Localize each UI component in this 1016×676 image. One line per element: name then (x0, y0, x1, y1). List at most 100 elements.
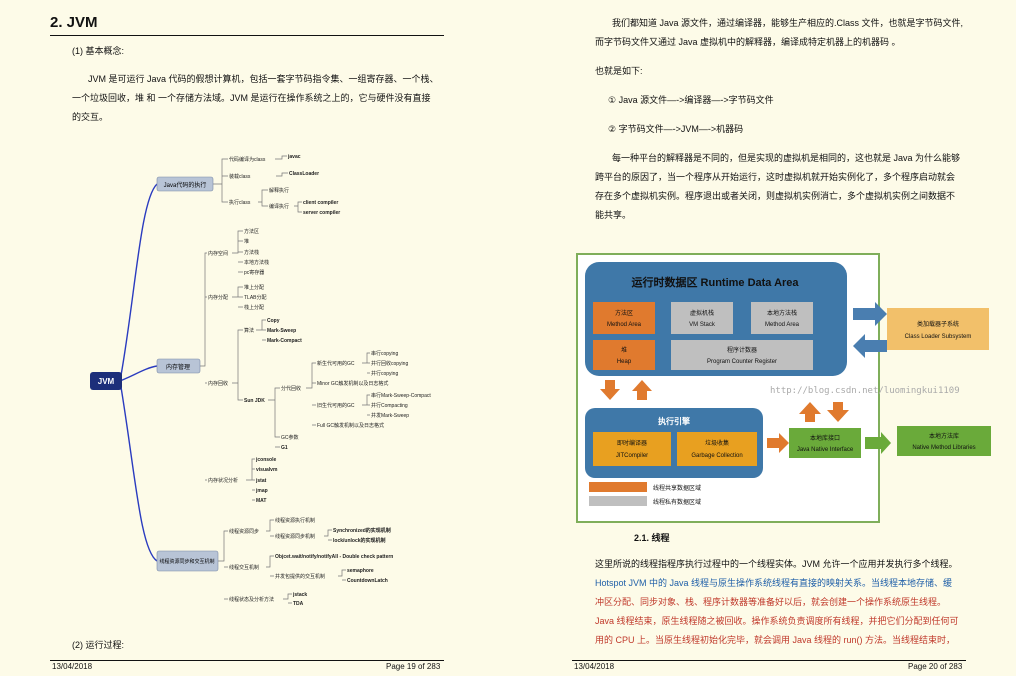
mm-leaf: 新生代可用的GC (317, 360, 355, 367)
mm-leaf: 串行copying (371, 350, 398, 357)
mm-leaf: 串行Mark-Sweep-Compact (371, 392, 431, 399)
mm-leaf: 线程资源执行机制 (275, 517, 315, 524)
mm-leaf: jstack (292, 592, 307, 598)
mm-leaf: 并行回收copying (371, 360, 408, 367)
mm-leaf: 线程资源同步 (229, 528, 259, 535)
para-line: 冲区分配、同步对象、栈、程序计数器等准备好以后，就会创建一个操作系统原生线程。 (595, 597, 947, 607)
mm-leaf: Mark-Compact (267, 338, 302, 344)
jni-label: 本地库接口 (810, 434, 840, 442)
method-area-en: Method Area (607, 322, 642, 328)
para-line: 我们都知道 Java 源文件，通过编译器，能够生产相应的.Class 文件，也就… (612, 18, 964, 28)
watermark: http://blog.csdn.net/luomingkui1109 (770, 386, 960, 396)
mindmap-root: JVM (98, 377, 115, 386)
jit-label: 即时编译器 (617, 439, 647, 447)
para-line: 而字节码文件又通过 Java 虚拟机中的解释器，编译成特定机器上的机器码 。 (595, 37, 901, 47)
mm-leaf: client compiler (303, 200, 338, 206)
mm-leaf: jstat (255, 478, 267, 484)
mm-leaf: Objcet.wait/notify/notifyAll - Double ch… (275, 554, 393, 560)
native-stack-label: 本地方法栈 (767, 309, 797, 317)
step-line: ① Java 源文件—->编译器—->字节码文件 (608, 95, 774, 105)
legend-shared: 线程共享数据区域 (653, 484, 701, 492)
para-line: 一个垃圾回收，堆 和 一个存储方法域。JVM 是运行在操作系统之上的，它与硬件没… (72, 93, 431, 103)
jni-en: Java Native Interface (797, 447, 854, 453)
heap-en: Heap (617, 359, 632, 365)
section-basic-concept: (1) 基本概念: (72, 46, 125, 56)
mm-leaf: Sun JDK (244, 398, 265, 404)
footer-page-number: Page 19 of 283 (386, 662, 441, 671)
heading-rule (50, 35, 444, 36)
mm-leaf: TDA (293, 601, 304, 607)
jvm-mindmap: JVM Java代码的执行 内存管理 线程资源同步和交互机制 代码编译为clas… (90, 154, 431, 607)
step-line: ② 字节码文件—->JVM—->机器码 (608, 124, 744, 134)
class-loader-en: Class Loader Subsystem (905, 334, 972, 340)
mm-leaf: 编译执行 (269, 203, 289, 210)
mm-leaf: 方法栈 (244, 249, 259, 256)
pc-label: 程序计数器 (727, 346, 757, 354)
pc-en: Program Counter Register (707, 359, 777, 365)
runtime-data-area-title: 运行时数据区 Runtime Data Area (631, 275, 799, 289)
mm-leaf: 并发包提供的交互机制 (275, 573, 325, 580)
mm-leaf: 并行copying (371, 370, 398, 377)
page-heading: 2. JVM (50, 14, 98, 31)
footer-date: 13/04/2018 (52, 662, 93, 671)
native-stack-en: Method Area (765, 322, 800, 328)
mm-leaf: 线程状态及分析方法 (229, 596, 274, 603)
jit-en: JITCompiler (616, 453, 648, 459)
mm-leaf: 堆上分配 (244, 284, 264, 291)
jvm-architecture-diagram: 运行时数据区 Runtime Data Area 方法区 Method Area… (576, 253, 991, 523)
arrow-icon (865, 432, 891, 454)
mm-leaf: Mark-Sweep (267, 328, 296, 334)
mm-leaf: pc寄存器 (244, 269, 264, 276)
para-line: 每一种平台的解释器是不同的，但是实现的虚拟机是相同的，这也就是 Java 为什么… (612, 153, 961, 163)
mm-leaf: lock/unlock的实现机制 (333, 537, 386, 544)
mm-leaf: 并行Compacting (371, 402, 408, 409)
mm-leaf: 算法 (244, 327, 254, 334)
mm-leaf: 线程交互机制 (229, 564, 259, 571)
footer-page-number: Page 20 of 283 (908, 662, 963, 671)
subheading-thread: 2.1. 线程 (634, 533, 670, 543)
arrow-icon (600, 380, 849, 453)
vm-stack-en: VM Stack (689, 322, 716, 328)
para-line: 能共享。 (595, 210, 632, 220)
mm-leaf: 内存回收 (208, 380, 228, 387)
mm-leaf: 解释执行 (269, 187, 289, 194)
mm-leaf: visualvm (256, 467, 278, 473)
mm-leaf: 装载class (229, 173, 251, 180)
mm-leaf: 本地方法栈 (244, 259, 269, 266)
mm-leaf: server compiler (303, 210, 340, 216)
mm-leaf: Full GC触发机制以及日志格式 (317, 422, 384, 429)
legend-private: 线程私有数据区域 (653, 498, 701, 506)
footer-rule (572, 660, 966, 661)
mm-leaf: Synchronized的实现机制 (333, 527, 391, 534)
mm-leaf: 并发Mark-Sweep (371, 412, 409, 419)
gc-en: Garbage Collection (691, 453, 742, 459)
para-line: 存在多个虚拟机实例。程序退出或者关闭，则虚拟机实例消亡，多个虚拟机实例之间数据不 (595, 191, 956, 201)
mm-leaf: 执行class (229, 199, 251, 206)
mm-leaf: 方法区 (244, 228, 259, 235)
mm-leaf: 线程资源同步机制 (275, 533, 315, 540)
mm-leaf: CountdownLatch (347, 578, 388, 584)
mm-leaf: 分代回收 (281, 385, 301, 392)
mm-leaf: GC参数 (281, 434, 299, 441)
footer-date: 13/04/2018 (574, 662, 615, 671)
para-line: 跨平台的原因了，当一个程序从开始运行，这时虚拟机就开始实例化了，多个程序启动就会 (595, 172, 956, 182)
para-line: JVM 是可运行 Java 代码的假想计算机，包括一套字节码指令集、一组寄存器、… (88, 74, 439, 84)
left-page: 2. JVM (1) 基本概念: JVM 是可运行 Java 代码的假想计算机，… (50, 14, 444, 671)
method-area-label: 方法区 (615, 309, 633, 317)
mindmap-node: 内存管理 (166, 363, 190, 371)
section-run-process: (2) 运行过程: (72, 640, 125, 650)
para-line: 这里所说的线程指程序执行过程中的一个线程实体。JVM 允许一个应用并发执行多个线… (595, 559, 958, 569)
native-lib-label: 本地方法库 (929, 432, 959, 440)
mindmap-node: 线程资源同步和交互机制 (159, 558, 214, 565)
mindmap-node: Java代码的执行 (164, 181, 207, 189)
mm-leaf: semaphore (347, 568, 374, 574)
mm-leaf: ClassLoader (289, 171, 319, 177)
vm-stack-label: 虚拟机栈 (690, 309, 714, 317)
mm-leaf: jmap (255, 488, 268, 494)
para-line: 也就是如下: (595, 66, 643, 76)
mm-leaf: javac (287, 154, 301, 160)
arrow-icon (853, 302, 887, 358)
gc-label: 垃圾收集 (705, 439, 729, 447)
exec-engine-label: 执行引擎 (658, 416, 691, 426)
native-lib-en: Native Method Libraries (912, 445, 975, 451)
